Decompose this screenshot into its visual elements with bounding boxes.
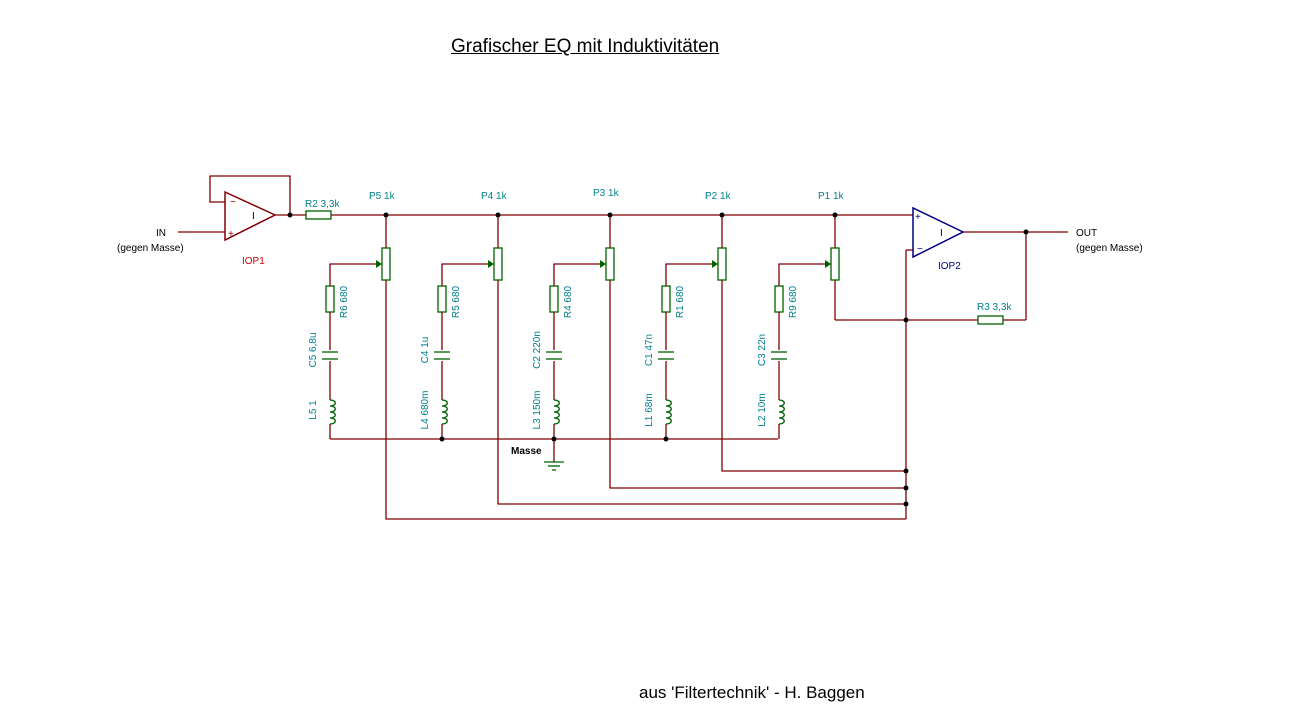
pot-label: P2 1k [705, 191, 732, 202]
svg-text:I: I [940, 228, 943, 239]
band-5: P1 1k [771, 191, 845, 439]
pot-label: P1 1k [818, 191, 845, 202]
capacitor-label: C4 1u [420, 337, 431, 364]
potentiometer[interactable] [605, 247, 615, 281]
svg-text:−: − [917, 244, 923, 255]
wiper-arrow [488, 260, 494, 268]
opamp-iop1: − + I [224, 190, 277, 242]
ground-label: Masse [511, 446, 542, 457]
iop2-label: IOP2 [938, 261, 961, 272]
r2-label: R2 3,3k [305, 199, 340, 210]
inductor [441, 399, 448, 425]
junction-dot [903, 468, 909, 474]
band-1: P5 1k [322, 191, 396, 439]
resistor [325, 285, 335, 313]
resistor-r3 [977, 315, 1004, 325]
resistor-label: R6 680 [339, 285, 350, 318]
resistor-label: R9 680 [788, 285, 799, 318]
r3-label: R3 3,3k [977, 302, 1012, 313]
resistor [549, 285, 559, 313]
svg-text:+: + [915, 212, 921, 223]
inductor [329, 399, 336, 425]
svg-text:+: + [228, 229, 234, 240]
junction-dot [903, 485, 909, 491]
junction-dot [287, 212, 293, 218]
band-4: P2 1k [658, 191, 732, 439]
inductor-label: L2 10m [757, 393, 768, 426]
resistor [437, 285, 447, 313]
potentiometer[interactable] [717, 247, 727, 281]
diagram-title: Grafischer EQ mit Induktivitäten [451, 36, 720, 57]
pot-label: P5 1k [369, 191, 396, 202]
resistor [774, 285, 784, 313]
svg-text:I: I [252, 211, 255, 222]
wiper-arrow [376, 260, 382, 268]
junction-dot [607, 212, 613, 218]
junction-dot [903, 501, 909, 507]
capacitor-label: C2 220n [532, 331, 543, 369]
junction-dot [1023, 229, 1029, 235]
junction-dot [551, 436, 557, 442]
input-sublabel: (gegen Masse) [117, 243, 184, 254]
wiper-arrow [825, 260, 831, 268]
resistor [661, 285, 671, 313]
wiper-arrow [600, 260, 606, 268]
pot-label: P4 1k [481, 191, 508, 202]
ground-symbol [544, 461, 564, 471]
resistor-label: R4 680 [563, 285, 574, 318]
capacitor-label: C3 22n [757, 334, 768, 366]
wiper-arrow [712, 260, 718, 268]
junction-dot [383, 212, 389, 218]
potentiometer[interactable] [493, 247, 503, 281]
potentiometer[interactable] [830, 247, 840, 281]
source-credit: aus 'Filtertechnik' - H. Baggen [639, 683, 865, 702]
input-label: IN [156, 228, 166, 239]
inductor-label: L1 68m [644, 393, 655, 426]
inductor-label: L3 150m [532, 391, 543, 430]
junction-dot [903, 317, 909, 323]
capacitor-label: C5 6,8u [308, 332, 319, 367]
resistor-label: R5 680 [451, 285, 462, 318]
capacitor-label: C1 47n [644, 334, 655, 366]
inductor [665, 399, 672, 425]
resistor-r2 [305, 210, 332, 220]
output-label: OUT [1076, 228, 1097, 239]
iop1-label: IOP1 [242, 256, 265, 267]
svg-text:−: − [230, 197, 236, 208]
inductor [553, 399, 560, 425]
potentiometer[interactable] [381, 247, 391, 281]
junction-dot [495, 212, 501, 218]
band-2: P4 1k [434, 191, 508, 439]
inductor [778, 399, 785, 425]
resistor-label: R1 680 [675, 285, 686, 318]
inductor-label: L5 1 [308, 400, 319, 420]
output-sublabel: (gegen Masse) [1076, 243, 1143, 254]
junction-dot [439, 436, 445, 442]
band-3: P3 1k [546, 188, 620, 439]
inductor-label: L4 680m [420, 391, 431, 430]
junction-dot [719, 212, 725, 218]
junction-dot [663, 436, 669, 442]
junction-dot [832, 212, 838, 218]
pot-label: P3 1k [593, 188, 620, 199]
opamp-iop2: + − I [912, 206, 965, 259]
